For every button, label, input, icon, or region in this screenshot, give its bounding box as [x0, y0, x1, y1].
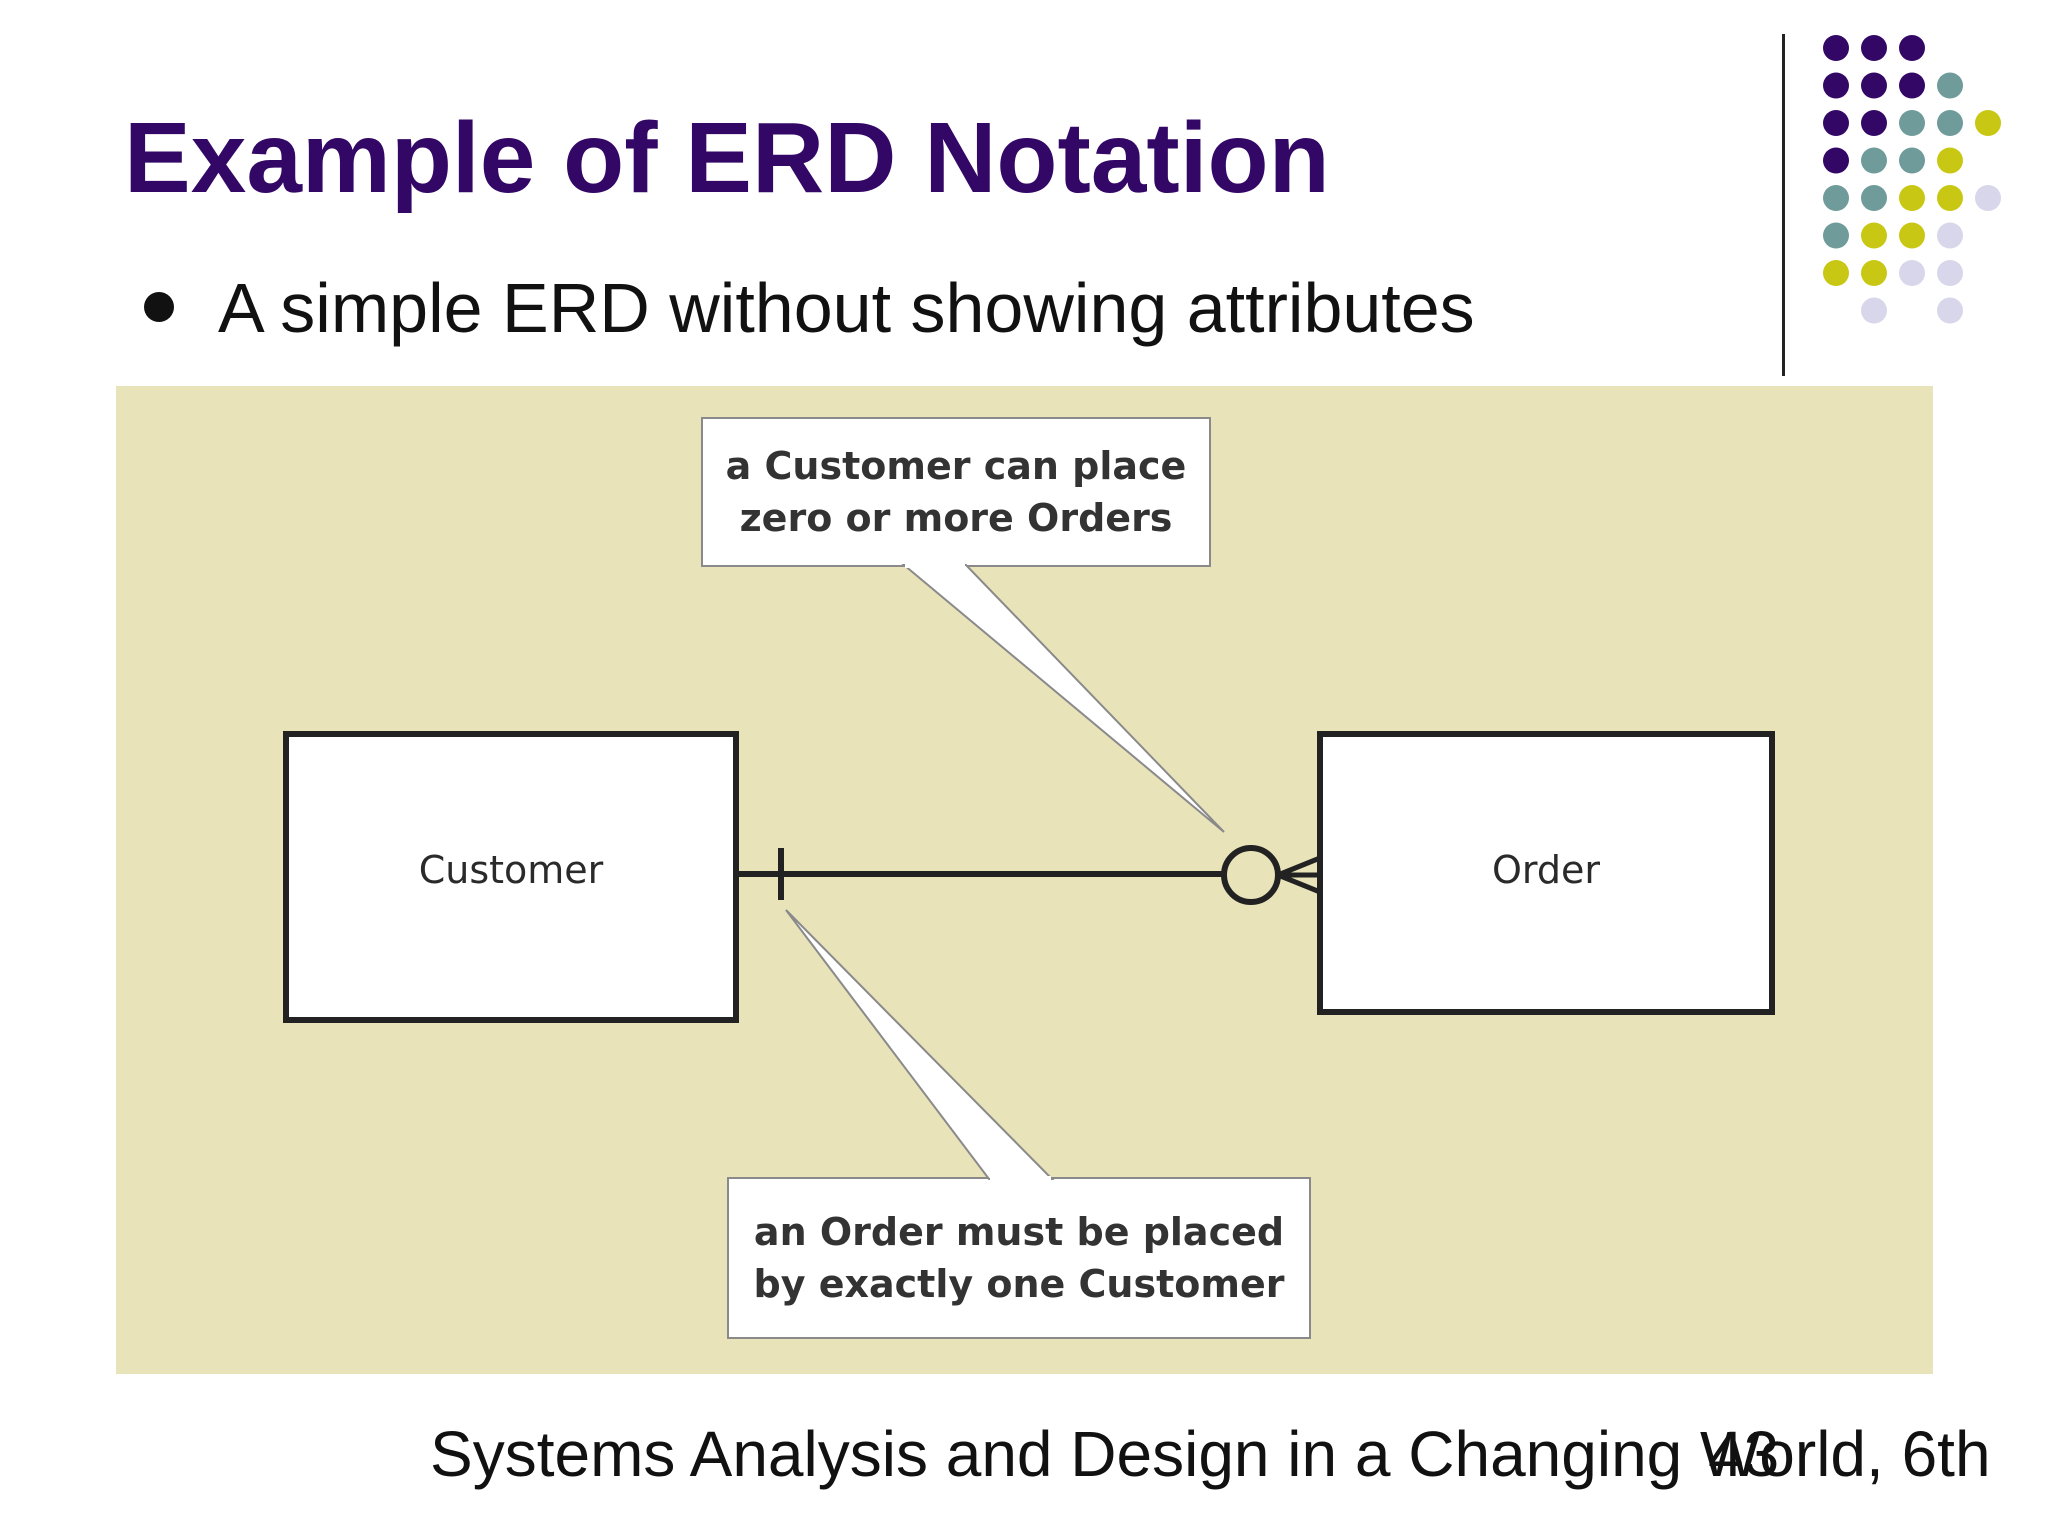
callout-top [701, 417, 1225, 833]
erd-diagram-canvas [283, 417, 1775, 1339]
decorative-dot [1975, 110, 2001, 136]
decorative-dot [1937, 110, 1963, 136]
decorative-dot [1823, 185, 1849, 211]
decorative-dot [1823, 110, 1849, 136]
decorative-dot [1899, 35, 1925, 61]
decorative-dot [1899, 72, 1925, 99]
decorative-dot [1861, 185, 1887, 211]
entity-order-label: Order [1492, 848, 1600, 892]
decorative-dot [1861, 35, 1887, 61]
bullet-dot-icon [144, 292, 174, 322]
decorative-dot [1861, 147, 1887, 174]
decorative-dot [1823, 72, 1849, 99]
decorative-dot [1937, 147, 1963, 174]
decorative-dot [1937, 72, 1963, 99]
decorative-dot [1861, 260, 1887, 286]
decorative-dot [1937, 222, 1963, 249]
callout-bottom-text: an Order must be placed by exactly one C… [728, 1206, 1310, 1310]
decorative-dot [1937, 260, 1963, 286]
cardinality-zero-marker [1221, 845, 1281, 905]
footer-text: Systems Analysis and Design in a Changin… [430, 1418, 1991, 1490]
decorative-dot [1861, 72, 1887, 99]
decorative-dot [1899, 147, 1925, 174]
callout-bottom-line-1: an Order must be placed [753, 1210, 1285, 1254]
decorative-dot [1937, 185, 1963, 211]
decorative-dot [1899, 222, 1925, 249]
decorative-dot [1861, 297, 1887, 324]
callout-top-line-1: a Customer can place [725, 444, 1187, 488]
decorative-dot [1861, 222, 1887, 249]
entity-order-box [1317, 731, 1775, 1015]
cardinality-many-marker [1277, 855, 1321, 895]
decorative-dot [1937, 297, 1963, 324]
erd-diagram: Customer Order a Customer can place zero… [116, 386, 1933, 1374]
callout-bottom [727, 909, 1311, 1339]
decorative-dot [1823, 35, 1849, 61]
callout-top-line-2: zero or more Orders [739, 496, 1173, 540]
decorative-dot [1899, 110, 1925, 136]
decorative-dot-grid-icon [1823, 35, 2001, 324]
callout-top-text: a Customer can place zero or more Orders [702, 440, 1210, 544]
callout-bottom-line-2: by exactly one Customer [753, 1262, 1285, 1306]
decorative-dot [1899, 260, 1925, 286]
decorative-dot [1861, 110, 1887, 136]
page-number: 43 [1708, 1418, 1780, 1490]
bullet-text: A simple ERD without showing attributes [218, 269, 1475, 347]
decorative-dot [1823, 222, 1849, 249]
entity-customer-box [283, 731, 739, 1023]
decorative-dot [1823, 260, 1849, 286]
header-divider [1782, 34, 1785, 376]
decorative-dot [1899, 185, 1925, 211]
entity-customer-label: Customer [418, 848, 604, 892]
relationship-line [736, 845, 1321, 905]
decorative-dot [1975, 185, 2001, 211]
slide-title: Example of ERD Notation [124, 102, 1330, 214]
decorative-dot [1823, 147, 1849, 174]
